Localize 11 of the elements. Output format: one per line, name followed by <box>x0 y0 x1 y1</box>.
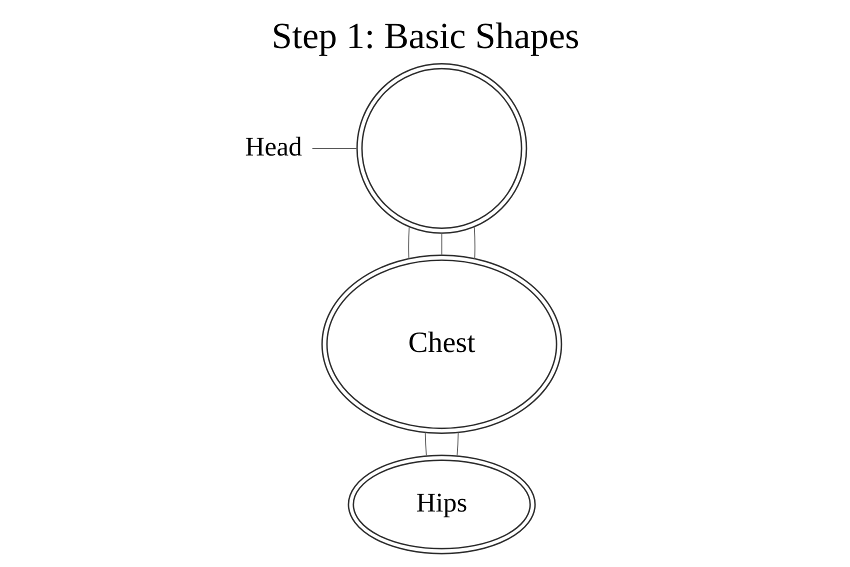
connector <box>424 432 426 456</box>
node-circle <box>356 63 527 234</box>
connector <box>456 432 458 456</box>
connector <box>311 148 357 149</box>
node-ellipse: Chest <box>320 254 562 434</box>
connector <box>408 226 410 259</box>
connector <box>473 226 475 259</box>
connector <box>440 232 442 256</box>
diagram-title: Step 1: Basic Shapes <box>271 14 579 56</box>
node-ellipse: Hips <box>347 454 536 554</box>
node-text: Head <box>244 131 302 162</box>
